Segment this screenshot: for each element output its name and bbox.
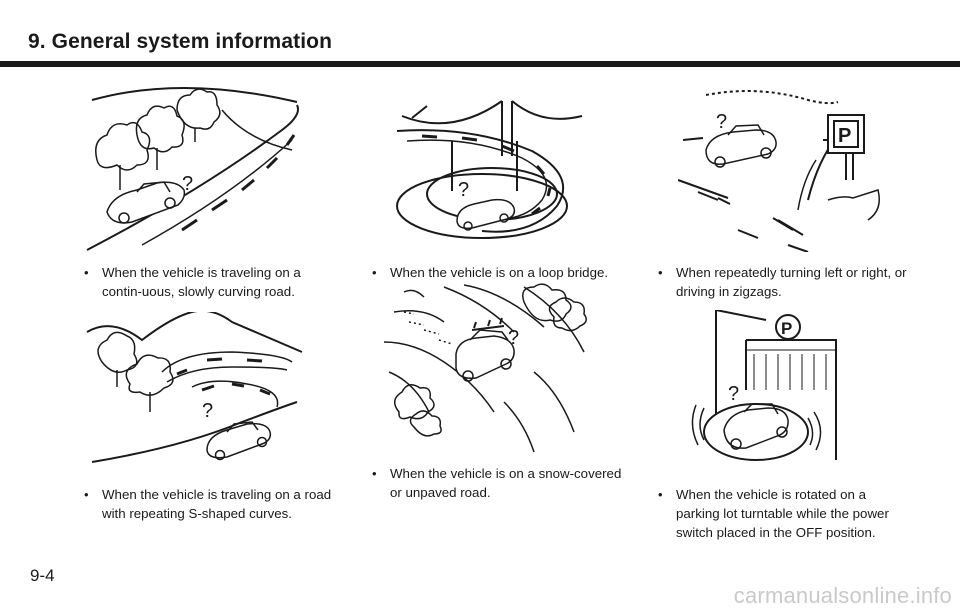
caption-text: When the vehicle is traveling on a conti… — [102, 265, 301, 299]
illustration-snow-road: ? — [384, 282, 596, 454]
caption-text: When the vehicle is on a loop bridge. — [390, 265, 609, 280]
caption-s-curves: • When the vehicle is traveling on a roa… — [84, 485, 338, 523]
caption-text: When the vehicle is rotated on a parking… — [676, 487, 889, 540]
illustration-s-curves: ? — [82, 312, 304, 472]
caption-loop-bridge: • When the vehicle is on a loop bridge. — [372, 263, 626, 282]
question-mark: ? — [182, 173, 193, 195]
question-mark: ? — [202, 400, 213, 422]
caption-text: When repeatedly turning left or right, o… — [676, 265, 907, 299]
question-mark: ? — [458, 179, 469, 201]
bullet: • — [658, 487, 663, 502]
parking-sign-letter: P — [838, 125, 851, 147]
header-rule — [0, 61, 960, 67]
caption-snow-road: • When the vehicle is on a snow-covered … — [372, 464, 626, 502]
page-number: 9-4 — [30, 566, 55, 585]
caption-turntable: • When the vehicle is rotated on a parki… — [658, 485, 912, 542]
caption-text: When the vehicle is traveling on a road … — [102, 487, 332, 521]
caption-curving-road: • When the vehicle is traveling on a con… — [84, 263, 338, 301]
bullet: • — [84, 487, 89, 502]
parking-sign-letter: P — [781, 319, 792, 338]
illustration-loop-bridge: ? — [392, 96, 588, 242]
bullet: • — [658, 265, 663, 280]
question-mark: ? — [728, 383, 739, 405]
illustration-zigzag: P ? — [678, 80, 886, 252]
section-title: 9. General system information — [28, 30, 332, 53]
bullet: • — [372, 265, 377, 280]
bullet: • — [372, 466, 377, 481]
caption-zigzag: • When repeatedly turning left or right,… — [658, 263, 912, 301]
question-mark: ? — [716, 111, 727, 133]
watermark: carmanualsonline.info — [733, 583, 952, 608]
illustration-curving-road: ? — [82, 80, 304, 252]
illustration-turntable: P ? — [686, 310, 862, 470]
caption-text: When the vehicle is on a snow-covered or… — [390, 466, 622, 500]
bullet: • — [84, 265, 89, 280]
question-mark: ? — [508, 327, 519, 349]
